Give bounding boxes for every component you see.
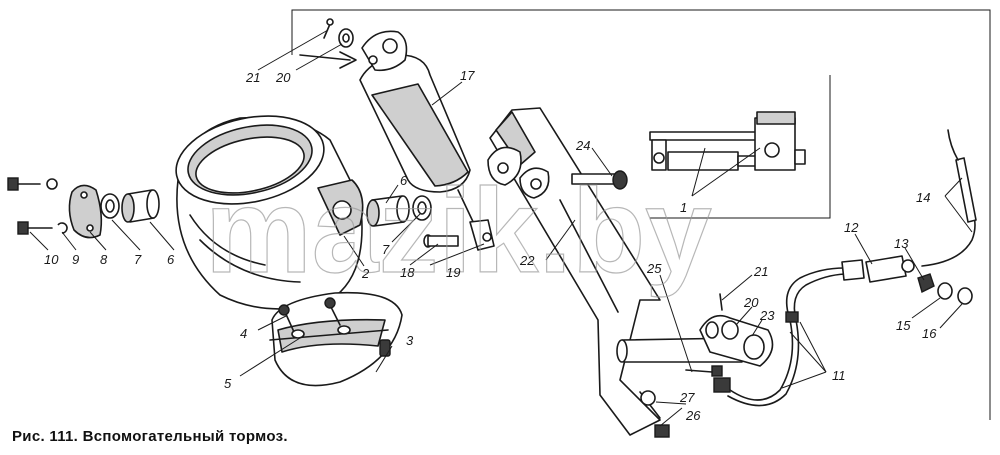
label-13: 13 xyxy=(894,236,909,251)
label-23: 23 xyxy=(759,308,775,323)
label-26: 26 xyxy=(685,408,701,423)
label-19: 19 xyxy=(446,265,460,280)
label-7-left: 7 xyxy=(134,252,142,267)
frame-lines xyxy=(291,9,991,420)
label-7-right: 7 xyxy=(382,242,390,257)
label-1: 1 xyxy=(680,200,687,215)
label-20-right: 20 xyxy=(743,295,759,310)
brake-cylinder xyxy=(299,30,495,251)
plate-bolts xyxy=(278,297,351,339)
cotter-washer-top xyxy=(323,18,354,48)
part-labels: 1 2 3 4 5 6 6 7 7 8 9 10 11 12 13 14 15 … xyxy=(44,68,937,423)
label-22: 22 xyxy=(519,253,535,268)
figure-caption: Рис. 111. Вспомогательный тормоз. xyxy=(12,428,288,445)
label-27: 27 xyxy=(679,390,695,405)
label-8: 8 xyxy=(100,252,108,267)
watermark: mazik.by xyxy=(205,164,712,298)
label-3: 3 xyxy=(406,333,414,348)
leader-lines xyxy=(29,29,973,427)
damper-plate xyxy=(269,291,403,387)
label-6-right: 6 xyxy=(400,173,408,188)
label-5: 5 xyxy=(224,376,232,391)
label-14: 14 xyxy=(916,190,930,205)
lever-arm xyxy=(616,293,774,377)
label-9: 9 xyxy=(72,252,79,267)
label-24: 24 xyxy=(575,138,590,153)
label-4: 4 xyxy=(240,326,247,341)
label-10: 10 xyxy=(44,252,59,267)
label-20-top: 20 xyxy=(275,70,291,85)
valve-assembly xyxy=(649,111,806,171)
label-11: 11 xyxy=(832,368,846,383)
label-25: 25 xyxy=(646,261,662,276)
label-12: 12 xyxy=(844,220,859,235)
label-16: 16 xyxy=(922,326,937,341)
label-15: 15 xyxy=(896,318,911,333)
label-17: 17 xyxy=(460,68,475,83)
label-18: 18 xyxy=(400,265,415,280)
label-21-top: 21 xyxy=(245,70,260,85)
housing-drum xyxy=(175,115,364,310)
hose-line xyxy=(713,129,977,407)
pin-18 xyxy=(423,234,459,248)
left-fasteners xyxy=(7,177,160,239)
right-bushings xyxy=(366,195,432,227)
label-2: 2 xyxy=(361,266,370,281)
label-21-right: 21 xyxy=(753,264,768,279)
label-6-left: 6 xyxy=(167,252,175,267)
